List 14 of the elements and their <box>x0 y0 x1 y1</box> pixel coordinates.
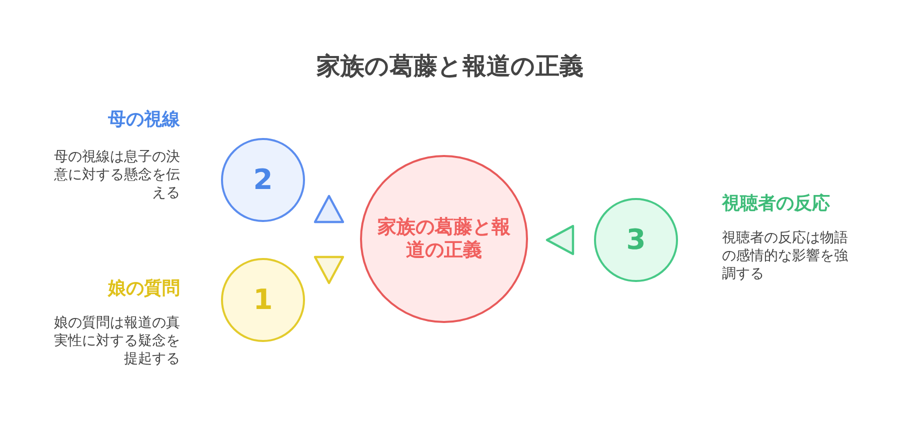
step-number: 1 <box>253 284 273 316</box>
circle-label: 家族の葛藤と報道の正義 <box>376 216 512 262</box>
description-text: 娘の質問は報道の真実性に対する疑念を提起する <box>53 314 180 368</box>
step-number: 3 <box>626 224 646 256</box>
diagram-title: 家族の葛藤と報道の正義 <box>316 51 584 82</box>
heading-text: 視聴者の反応 <box>722 192 830 216</box>
triangle-arrow <box>546 224 574 256</box>
description-text: 母の視線は息子の決意に対する懸念を伝える <box>53 148 180 202</box>
triangle-arrow <box>314 256 344 284</box>
heading-text: 娘の質問 <box>108 277 180 301</box>
triangle-arrow <box>314 194 344 224</box>
heading-text: 母の視線 <box>108 108 180 132</box>
description-text: 視聴者の反応は物語の感情的な影響を強調する <box>722 229 849 283</box>
step-number: 2 <box>253 164 273 196</box>
